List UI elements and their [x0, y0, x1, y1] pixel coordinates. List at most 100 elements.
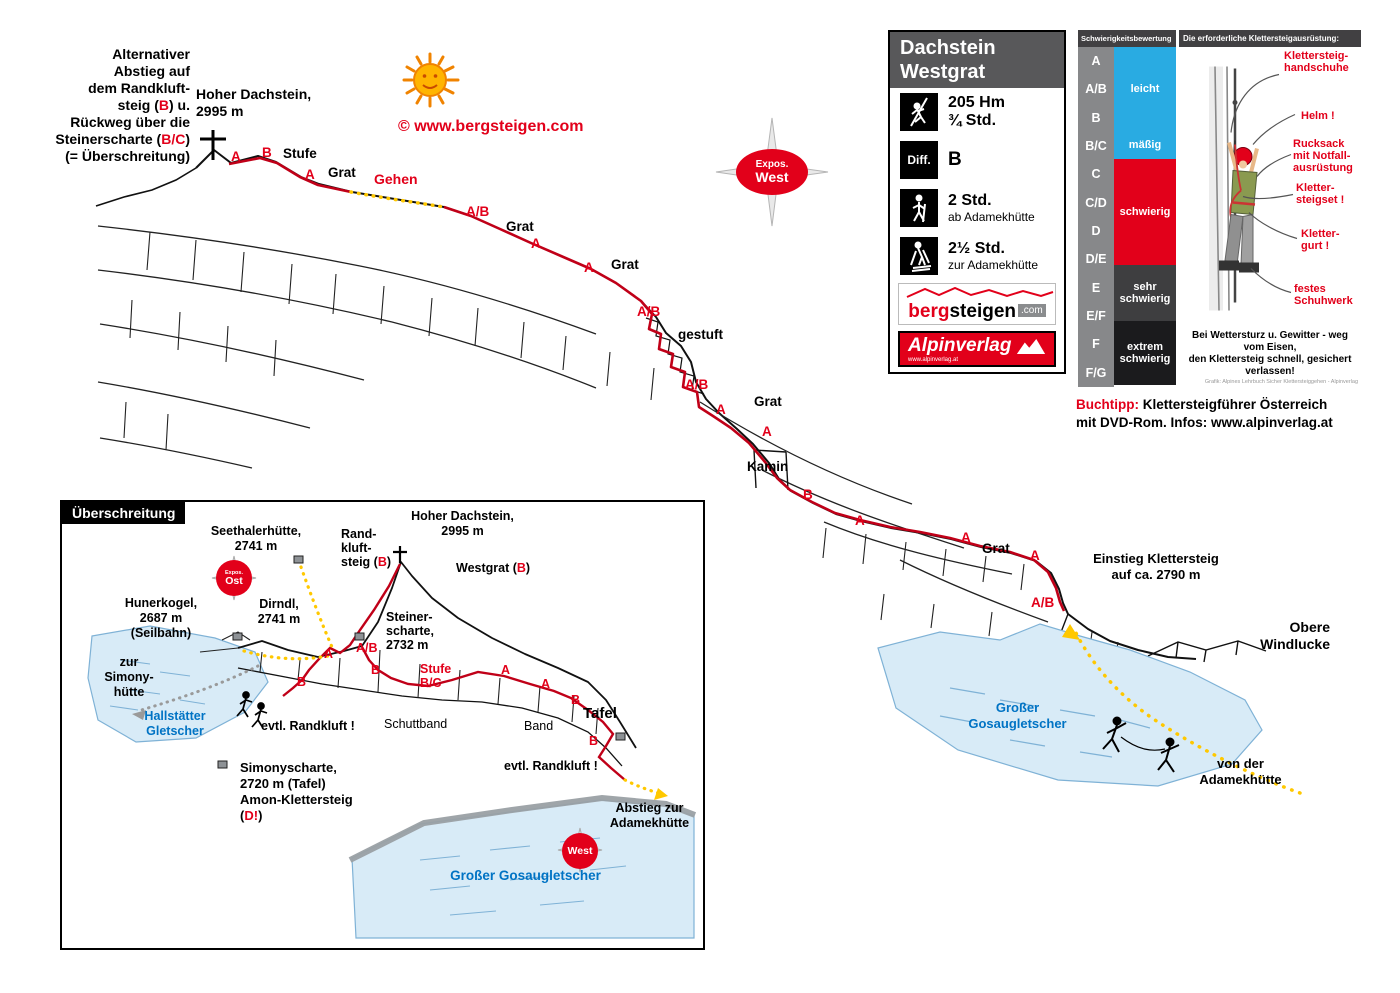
compass-west-inset: West	[562, 833, 598, 869]
logo-text-berg: berg	[908, 301, 950, 322]
difficulty-grade-a-b: A/B	[1085, 82, 1107, 97]
route-grade: A	[762, 424, 772, 439]
difficulty-band: mäßig	[1114, 131, 1176, 159]
copyright-label: © www.bergsteigen.com	[398, 118, 584, 135]
route-title: Dachstein Westgrat	[890, 32, 1064, 88]
approach-path-dotted	[1072, 627, 1302, 795]
walking-section-dotted	[349, 190, 446, 209]
route-grade: A/B	[466, 204, 490, 219]
stat-sub: zur Adamekhütte	[948, 258, 1039, 272]
kamin-feature	[753, 449, 789, 491]
route-grade: B	[803, 487, 813, 502]
route-line-westgrat	[228, 156, 352, 194]
hiker-icon	[900, 189, 938, 227]
summit-label: Hoher Dachstein,2995 m	[196, 86, 312, 119]
difficulty-band: extrem schwierig	[1114, 321, 1176, 385]
route-grade: B	[262, 145, 272, 160]
difficulty-grade-e: E	[1091, 280, 1101, 295]
inset-map-box	[60, 500, 705, 950]
difficulty-grade-c: C	[1091, 167, 1101, 182]
summit-cross	[200, 130, 226, 160]
route-feature-label: Grat	[611, 257, 639, 272]
difficulty-band: leicht	[1114, 47, 1176, 131]
route-grade: A	[716, 402, 726, 417]
difficulty-grade-b: B	[1091, 110, 1101, 125]
difficulty-grade-e-f: E/F	[1086, 309, 1106, 324]
difficulty-grade-c-d: C/D	[1085, 195, 1107, 210]
compass-expos-ost: Expos. Ost	[216, 560, 252, 596]
difficulty-grade-b-c: B/C	[1085, 139, 1107, 154]
route-feature-label: Grat	[982, 541, 1010, 556]
climber-illustration	[1209, 66, 1298, 311]
climber-figures	[1102, 716, 1180, 773]
difficulty-band: sehr schwierig	[1114, 265, 1176, 321]
difficulty-grade-d: D	[1091, 224, 1101, 239]
approach-arrowhead	[1062, 624, 1080, 640]
difficulty-grade-d-e: D/E	[1085, 252, 1107, 267]
compass-expos-west: Expos. West	[736, 149, 808, 195]
route-grade: A	[231, 149, 241, 164]
difficulty-grade-f: F	[1092, 337, 1100, 352]
difficulty-value: B	[948, 149, 962, 170]
alpinverlag-url: www.alpinverlag.at	[908, 357, 959, 363]
graphic-credit: Grafik: Alpines Lehrbuch Sicher Kletters…	[1204, 379, 1358, 385]
route-title-line1: Dachstein	[900, 37, 996, 59]
stat-row-difficulty: Diff. B	[890, 136, 1064, 184]
via-ferrata-climber-icon	[900, 93, 938, 131]
route-grade: A/B	[1031, 595, 1055, 610]
stat-value: 2½ Std.	[948, 240, 1005, 257]
alpinverlag-text: Alpinverlag	[908, 335, 1012, 356]
sun-icon	[402, 52, 460, 108]
route-title-line2: Westgrat	[900, 61, 986, 83]
route-feature-label: Gehen	[374, 171, 418, 187]
ski-tourer-icon	[900, 237, 938, 275]
route-info-box: Dachstein Westgrat 205 Hm ¾ Std. Diff. B…	[888, 30, 1066, 374]
compass-direction-text: Ost	[225, 574, 243, 587]
route-grade: A	[305, 167, 315, 182]
mountain-icon	[1016, 338, 1046, 354]
logo-text-com: .com	[1018, 304, 1046, 317]
compass-direction-text: West	[755, 169, 789, 185]
stat-row-return: 2½ Std. zur Adamekhütte	[890, 232, 1064, 280]
inset-title: Überschreitung	[62, 502, 186, 524]
compass-direction-text: West	[567, 844, 593, 857]
route-feature-label: Kamin	[747, 459, 789, 474]
stat-row-approach: 2 Std. ab Adamekhütte	[890, 184, 1064, 232]
storm-warning: Bei Wettersturz u. Gewitter - weg vom Ei…	[1188, 330, 1352, 377]
route-grade: A	[855, 513, 865, 528]
route-feature-label: Stufe	[283, 146, 317, 161]
equipment-panel: Die erforderliche Klettersteigausrüstung…	[1179, 30, 1361, 387]
equipment-panel-header: Die erforderliche Klettersteigausrüstung…	[1179, 30, 1361, 47]
stat-row-climbing: 205 Hm ¾ Std.	[890, 88, 1064, 136]
route-grade: A	[584, 260, 594, 275]
gestuft-steps	[645, 317, 705, 395]
alpinverlag-logo: Alpinverlag www.alpinverlag.at	[898, 331, 1056, 367]
route-grade: A	[1030, 548, 1040, 563]
route-grade: A/B	[685, 377, 709, 392]
bergsteigen-logo: bergsteigen.com	[898, 283, 1056, 325]
stat-value: 2 Std.	[948, 192, 992, 209]
stat-sub: ¾ Std.	[948, 112, 997, 129]
logo-text-steigen: steigen	[949, 301, 1017, 322]
route-grade: A	[961, 530, 971, 545]
difficulty-grade-a: A	[1091, 54, 1101, 69]
route-feature-label: Grat	[328, 165, 356, 180]
difficulty-grade-f-g: F/G	[1085, 365, 1107, 380]
stat-sub: ab Adamekhütte	[948, 210, 1035, 224]
route-feature-label: Grat	[506, 219, 534, 234]
difficulty-badge-icon: Diff.	[900, 141, 938, 179]
route-feature-label: Grat	[754, 394, 782, 409]
stat-value: 205 Hm	[948, 94, 1005, 111]
difficulty-grades-column: A A/B B B/C C C/D D D/E E E/F F F/G	[1078, 47, 1114, 387]
route-grade: A/B	[637, 304, 661, 319]
gosau-glacier-shape	[877, 623, 1263, 787]
route-grade: A	[531, 236, 541, 251]
